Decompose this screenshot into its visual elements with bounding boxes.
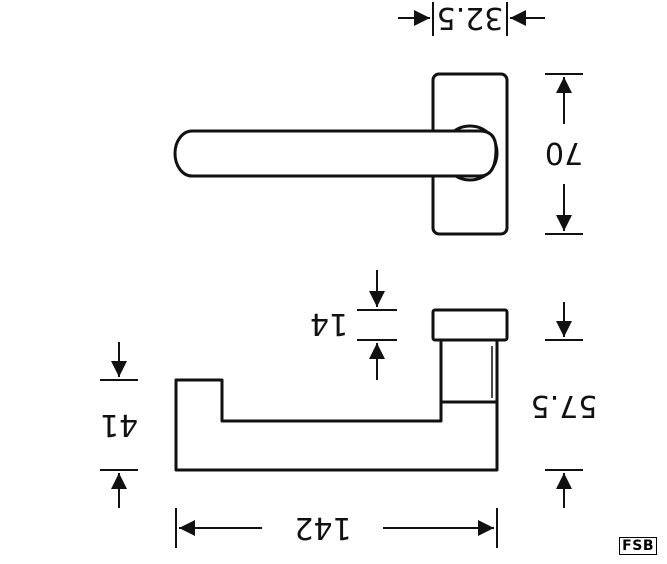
dim-label-57-5: 57.5 (531, 388, 598, 423)
dim-label-32-5: 32.5 (437, 0, 504, 35)
dimension-lines (100, 2, 583, 548)
neck-cap (431, 308, 509, 342)
top-view (173, 72, 509, 236)
lever-profile (174, 378, 499, 472)
dim-label-142: 142 (294, 510, 351, 545)
dim-label-70: 70 (545, 135, 583, 170)
side-view (174, 308, 509, 472)
dimension-labels: 32.5 70 14 41 57.5 142 (100, 0, 597, 545)
dim-label-41: 41 (100, 407, 138, 442)
brand-logo: FSB (619, 537, 657, 555)
lever-bar-top (173, 129, 498, 178)
dim-label-14: 14 (310, 306, 348, 341)
neck (439, 340, 499, 402)
